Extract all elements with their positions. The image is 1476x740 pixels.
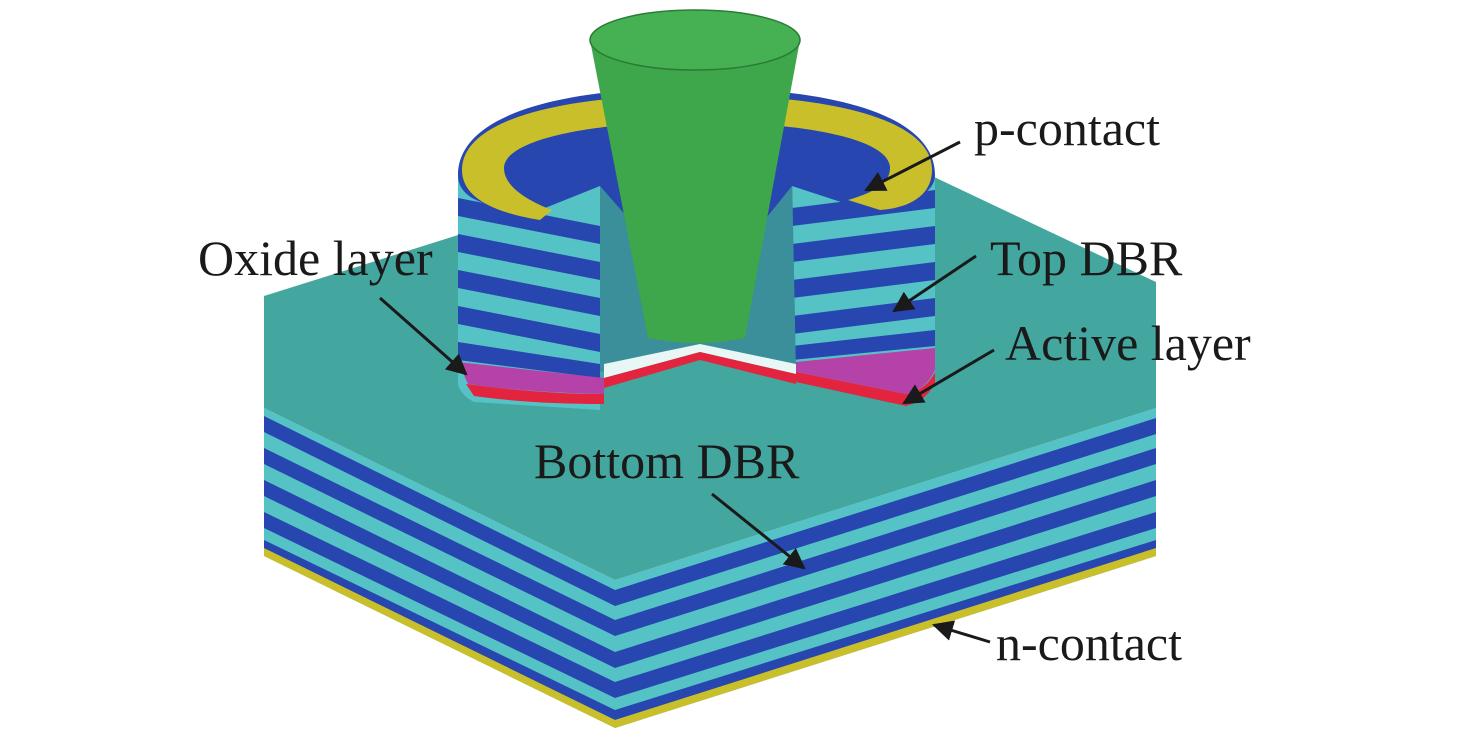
emission-cone — [589, 9, 801, 343]
label-p-contact-group: p-contact — [864, 100, 1160, 192]
mesa-left-side — [458, 175, 604, 410]
label-active-layer: Active layer — [1005, 315, 1251, 371]
label-active-layer-group: Active layer — [902, 315, 1251, 405]
arrow-bottom-dbr — [711, 492, 806, 570]
arrow-oxide-layer — [379, 296, 468, 376]
label-oxide-layer: Oxide layer — [198, 230, 433, 286]
label-bottom-dbr-group: Bottom DBR — [534, 433, 806, 570]
bottom-dbr-right-face — [615, 408, 1156, 728]
label-p-contact: p-contact — [974, 100, 1160, 156]
label-oxide-layer-group: Oxide layer — [198, 230, 468, 376]
label-bottom-dbr: Bottom DBR — [534, 433, 800, 489]
label-n-contact: n-contact — [996, 615, 1182, 671]
arrow-top-dbr — [892, 254, 977, 313]
label-top-dbr: Top DBR — [990, 230, 1183, 286]
arrow-active-layer — [902, 348, 995, 405]
mesa-right-side — [792, 175, 935, 406]
label-n-contact-group: n-contact — [931, 615, 1182, 671]
arrow-p-contact — [864, 140, 961, 192]
p-contact-ring — [462, 95, 932, 220]
bottom-dbr-left-face — [264, 408, 615, 728]
arrow-n-contact — [931, 620, 991, 644]
label-top-dbr-group: Top DBR — [892, 230, 1183, 313]
